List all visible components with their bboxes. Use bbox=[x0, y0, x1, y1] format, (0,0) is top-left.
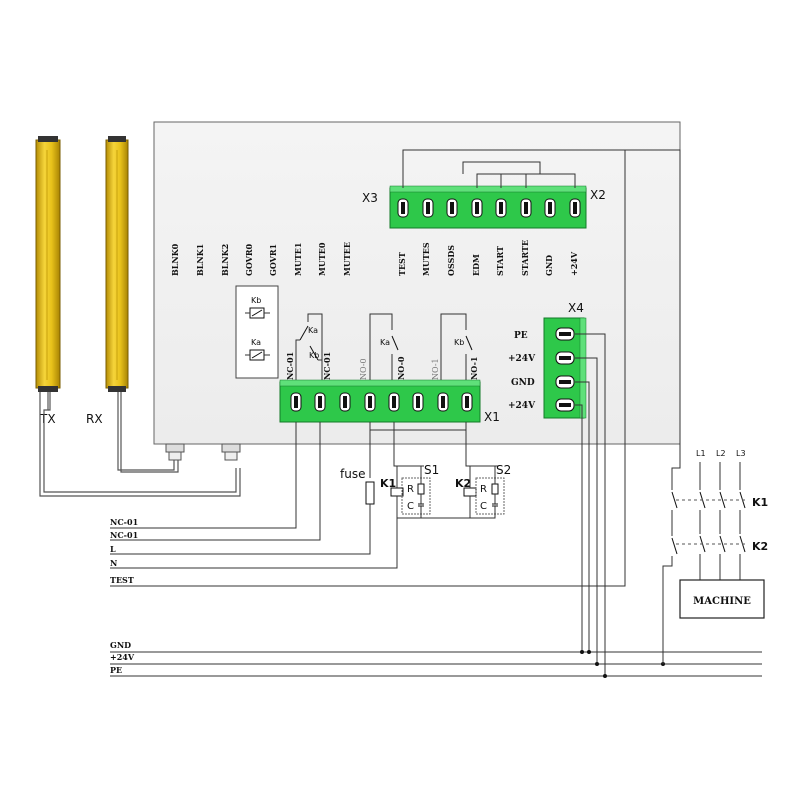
dip-label: GOVR0 bbox=[244, 243, 254, 276]
fuse-label: fuse bbox=[340, 467, 365, 481]
phase-labels: L1 L2 L3 bbox=[696, 449, 746, 458]
dip-label: MUTEE bbox=[342, 242, 352, 276]
power-lines bbox=[110, 650, 762, 678]
x4-terminal-label: +24V bbox=[508, 354, 536, 364]
phase-label: L1 bbox=[696, 449, 706, 458]
x2-terminal-label: OSSDS bbox=[446, 245, 456, 276]
k1-coil-symbol bbox=[390, 487, 404, 497]
x2-terminal-label: STARTE bbox=[520, 240, 530, 276]
three-phase-lines bbox=[676, 462, 748, 580]
power-label: GND bbox=[110, 640, 131, 650]
dip-label: GOVR1 bbox=[268, 244, 278, 276]
relay-ka-label: Ka bbox=[251, 338, 261, 347]
x2-terminal-label: EDM bbox=[471, 254, 481, 276]
s1-rc-snubber bbox=[397, 466, 431, 519]
x1-terminal-label: NO-1 bbox=[469, 357, 479, 380]
x1-label: X1 bbox=[484, 410, 500, 424]
x2-terminal-labels: TEST MUTES OSSDS EDM START STARTE GND +2… bbox=[397, 240, 579, 276]
x4-terminal-label: +24V bbox=[508, 401, 536, 411]
x1-terminal-labels: NC-01 NC-01 NO-0 NO-0 NO-1 NO-1 bbox=[285, 352, 479, 380]
x2-screws bbox=[397, 198, 581, 218]
relay-indicator-box: Kb Ka bbox=[235, 285, 279, 379]
x3-label: X3 bbox=[362, 191, 378, 205]
terminal-block-x2 bbox=[389, 185, 587, 229]
x1-terminal-label: NC-01 bbox=[322, 352, 332, 380]
x4-label: X4 bbox=[568, 301, 584, 315]
x2-terminal-label: MUTES bbox=[421, 242, 431, 276]
dip-label: BLNK0 bbox=[170, 243, 180, 276]
s2-r-label: R bbox=[480, 484, 487, 495]
s1-r-label: R bbox=[407, 484, 414, 495]
bus-label: NC-01 bbox=[110, 517, 138, 527]
x1-screws bbox=[290, 392, 473, 412]
x1-output-wires bbox=[110, 422, 498, 541]
phase-label: L3 bbox=[736, 449, 746, 458]
terminal-block-x1 bbox=[279, 379, 481, 423]
dip-label: MUTE0 bbox=[317, 242, 327, 276]
k2-coil-label: K2 bbox=[455, 477, 471, 490]
bus-line-labels: NC-01 NC-01 L N TEST bbox=[110, 517, 138, 585]
fuse-symbol bbox=[365, 481, 375, 505]
x2-terminal-label: +24V bbox=[569, 251, 579, 276]
power-label: +24V bbox=[110, 652, 135, 662]
machine-box bbox=[679, 579, 765, 619]
bus-label: N bbox=[110, 558, 117, 568]
x4-terminal-label: GND bbox=[511, 378, 535, 388]
contact-kb2-label: Kb bbox=[454, 338, 464, 347]
machine-label: MACHINE bbox=[693, 596, 751, 607]
s2-rc-snubber bbox=[470, 466, 505, 519]
contact-ka2-label: Ka bbox=[380, 338, 390, 347]
contact-ka-label: Ka bbox=[308, 326, 318, 335]
s1-label: S1 bbox=[424, 463, 439, 477]
k2-coil-symbol bbox=[463, 487, 477, 497]
relay-kb-label: Kb bbox=[251, 296, 261, 305]
bus-label: NC-01 bbox=[110, 530, 138, 540]
contact-kb-label: Kb bbox=[309, 351, 319, 360]
terminal-block-x4 bbox=[543, 317, 587, 419]
cable-gland-left bbox=[165, 443, 185, 461]
rx-sensor bbox=[105, 136, 129, 392]
x2-label: X2 bbox=[590, 188, 606, 202]
contactor-k2-label: K2 bbox=[752, 540, 768, 553]
x1-terminal-label: NO-0 bbox=[359, 358, 368, 380]
tx-label: TX bbox=[39, 412, 56, 426]
x1-terminal-label: NO-1 bbox=[431, 358, 440, 380]
dip-labels: BLNK0 BLNK1 BLNK2 GOVR0 GOVR1 MUTE1 MUTE… bbox=[170, 242, 352, 276]
power-label: PE bbox=[110, 665, 122, 675]
x4-terminal-labels: PE +24V GND +24V bbox=[508, 331, 536, 411]
contactor-k1-label: K1 bbox=[752, 496, 768, 509]
x2-terminal-label: TEST bbox=[397, 252, 407, 276]
wire-n bbox=[110, 496, 398, 569]
s1-c-label: C bbox=[407, 501, 414, 512]
wire-l bbox=[110, 504, 371, 555]
tx-sensor bbox=[35, 136, 61, 392]
sensor-cables bbox=[39, 392, 241, 497]
s2-c-label: C bbox=[480, 501, 487, 512]
x4-terminal-label: PE bbox=[514, 331, 528, 341]
x2-top-wires bbox=[110, 149, 681, 587]
s2-label: S2 bbox=[496, 463, 511, 477]
x1-terminal-label: NC-01 bbox=[285, 352, 295, 380]
dip-label: BLNK1 bbox=[195, 244, 205, 276]
cable-gland-right bbox=[221, 443, 241, 461]
bus-label: L bbox=[110, 544, 116, 554]
x4-wires bbox=[575, 333, 606, 676]
power-line-labels: GND +24V PE bbox=[110, 640, 135, 675]
x1-terminal-label: NO-0 bbox=[396, 356, 406, 380]
rx-label: RX bbox=[86, 412, 103, 426]
x2-terminal-label: GND bbox=[544, 255, 554, 276]
dip-label: BLNK2 bbox=[220, 244, 230, 276]
bus-label: TEST bbox=[110, 575, 134, 585]
k1-coil-label: K1 bbox=[380, 477, 396, 490]
edm-feedback-contacts bbox=[662, 160, 681, 664]
x2-terminal-label: START bbox=[495, 246, 505, 276]
dip-label: MUTE1 bbox=[293, 243, 303, 276]
phase-label: L2 bbox=[716, 449, 726, 458]
